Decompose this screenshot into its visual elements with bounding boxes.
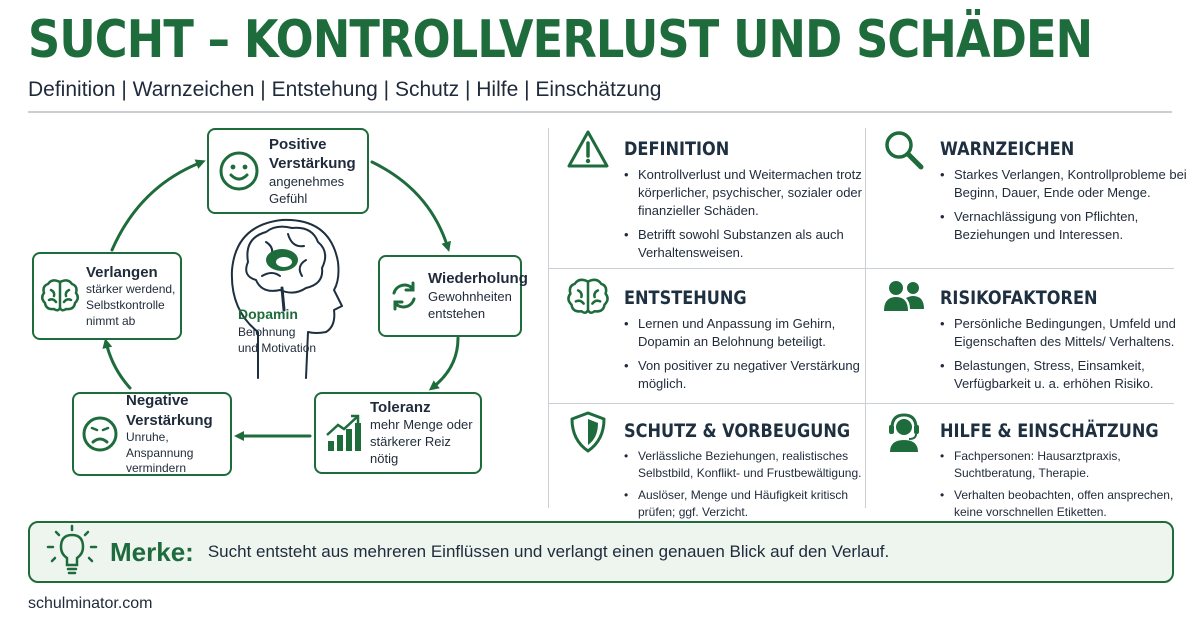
cycle-node-verlangen: Verlangen stärker werdend, Selbstkontrol…	[32, 252, 182, 340]
cycle-node-wiederholung: Wiederholung Gewohnheiten entstehen	[378, 255, 528, 337]
section-title: HILFE & EINSCHÄTZUNG	[940, 420, 1159, 442]
grid-divider-left	[548, 128, 549, 508]
smiley-icon	[209, 141, 269, 201]
page-title: SUCHT – KONTROLLVERLUST UND SCHÄDEN	[28, 10, 1093, 70]
section-bullet: Starkes Verlangen, Kontrollprobleme bei …	[940, 166, 1190, 202]
section-title: DEFINITION	[624, 138, 730, 160]
merke-box: Merke: Sucht entsteht aus mehreren Einfl…	[28, 521, 1174, 583]
section-entstehung: ENTSTEHUNG Lernen und Anpassung im Gehir…	[566, 277, 881, 402]
header-divider	[28, 111, 1172, 113]
merke-text: Sucht entsteht aus mehreren Einflüssen u…	[207, 542, 890, 561]
section-title: ENTSTEHUNG	[624, 287, 747, 309]
section-risikofaktoren: RISIKOFAKTOREN Persönliche Bedingungen, …	[882, 277, 1197, 402]
node-desc: Gewohnheiten entstehen	[428, 288, 512, 321]
footer-source: schulminator.com	[28, 595, 153, 612]
section-title: RISIKOFAKTOREN	[940, 287, 1098, 309]
node-title: Wiederholung	[428, 270, 528, 288]
shield-icon	[566, 410, 610, 454]
page-subtitle: Definition | Warnzeichen | Entstehung | …	[28, 78, 662, 101]
section-bullet: Kontrollverlust und Weitermachen trotz k…	[624, 166, 874, 220]
section-bullet: Vernachlässigung von Pflichten, Beziehun…	[940, 208, 1190, 244]
node-title: Verlangen	[86, 263, 158, 281]
section-hilfe: HILFE & EINSCHÄTZUNG Fachpersonen: Hausa…	[882, 410, 1197, 519]
dopamin-label: Dopamin	[238, 306, 298, 322]
magnifier-icon	[882, 128, 926, 172]
rising-chart-icon	[316, 403, 370, 463]
people-icon	[882, 277, 926, 321]
brain-icon	[566, 277, 610, 321]
section-schutz: SCHUTZ & VORBEUGUNG Verlässliche Beziehu…	[566, 410, 881, 519]
section-bullet: Betrifft sowohl Substanzen als auch Verh…	[624, 226, 874, 262]
sad-face-icon	[74, 404, 126, 464]
warning-icon	[566, 128, 610, 172]
section-bullet: Verlässliche Beziehungen, realistisches …	[624, 448, 874, 481]
arrow-positive-to-wiederholung	[370, 160, 451, 252]
node-desc: Unruhe, Anspannung vermindern	[126, 430, 194, 476]
section-bullet: Belastungen, Stress, Einsamkeit, Verfügb…	[940, 357, 1190, 393]
section-bullet: Fachpersonen: Hausarztpraxis, Suchtberat…	[940, 448, 1190, 481]
node-title: Toleranz	[370, 398, 431, 416]
section-title: SCHUTZ & VORBEUGUNG	[624, 420, 851, 442]
node-desc: stärker werdend, Selbstkontrolle nimmt a…	[86, 282, 176, 328]
node-desc: angenehmes Gefühl	[269, 173, 345, 206]
arrow-wiederholung-to-toleranz	[428, 336, 460, 391]
addiction-cycle-diagram: Dopamin Belohnung und Motivation Positiv…	[0, 120, 545, 500]
brain-icon	[34, 266, 86, 326]
section-bullet: Persönliche Bedingungen, Umfeld und Eige…	[940, 315, 1190, 351]
headset-person-icon	[882, 410, 926, 454]
cycle-node-negative: Negative Verstärkung Unruhe, Anspannung …	[72, 392, 232, 476]
node-desc: mehr Menge oder stärkerer Reiz nötig	[370, 417, 473, 467]
grid-divider-row1	[548, 268, 1174, 269]
section-bullet: Auslöser, Menge und Häufigkeit kritisch …	[624, 487, 874, 520]
cycle-node-positive: Positive Verstärkung angenehmes Gefühl	[207, 128, 369, 214]
cycle-arrows	[102, 159, 460, 441]
node-title: Negative Verstärkung	[126, 392, 213, 429]
dopamin-desc: Belohnung und Motivation	[238, 325, 317, 355]
section-definition: DEFINITION Kontrollverlust und Weitermac…	[566, 128, 881, 263]
cycle-node-toleranz: Toleranz mehr Menge oder stärkerer Reiz …	[314, 392, 482, 474]
section-bullet: Lernen und Anpassung im Gehirn, Dopamin …	[624, 315, 874, 351]
cycle-arrows-icon	[380, 266, 428, 326]
lightbulb-icon	[40, 523, 104, 581]
section-bullet: Verhalten beobachten, offen ansprechen, …	[940, 487, 1190, 520]
section-warnzeichen: WARNZEICHEN Starkes Verlangen, Kontrollp…	[882, 128, 1197, 263]
section-title: WARNZEICHEN	[940, 138, 1075, 160]
arrow-verlangen-to-positive	[110, 159, 206, 252]
head-brain-icon	[230, 218, 343, 379]
section-bullet: Von positiver zu negativer Verstärkung m…	[624, 357, 874, 393]
grid-divider-row2	[548, 403, 1174, 404]
node-title: Positive Verstärkung	[269, 135, 356, 173]
merke-label: Merke:	[110, 536, 194, 567]
arrow-negative-to-verlangen	[102, 338, 132, 390]
